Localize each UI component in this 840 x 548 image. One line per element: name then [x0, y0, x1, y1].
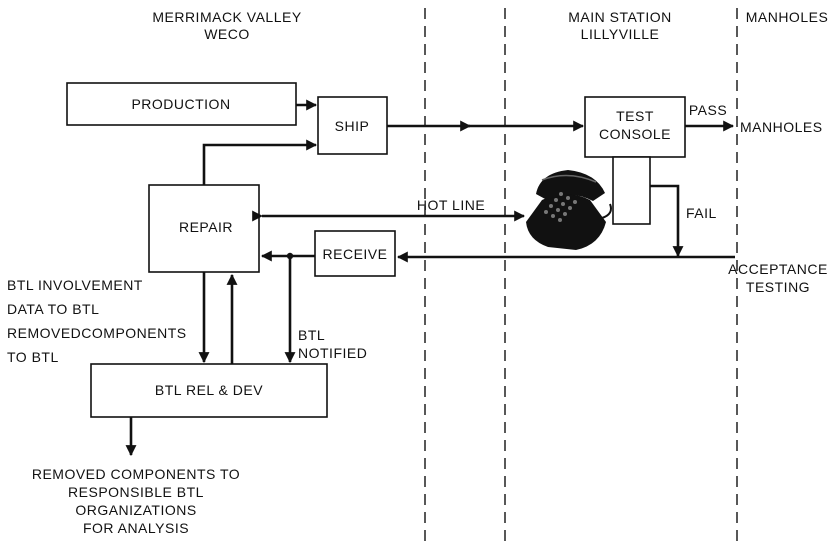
btl-notified-label-1: BTL	[298, 327, 325, 343]
btl-involvement-label-1: BTL INVOLVEMENT	[7, 277, 143, 293]
fail-label: FAIL	[686, 205, 717, 221]
repair-label: REPAIR	[179, 219, 233, 235]
btl-involvement-label-3: REMOVEDCOMPONENTS	[7, 325, 187, 341]
telephone-icon	[526, 170, 611, 250]
fail-arrow	[650, 186, 678, 256]
column-header-merrimack: MERRIMACK VALLEY	[152, 9, 301, 25]
acceptance-testing-label-2: TESTING	[746, 279, 810, 295]
pass-label: PASS	[689, 102, 727, 118]
removed-components-label-3: ORGANIZATIONS	[75, 502, 196, 518]
btl-rel-dev-label: BTL REL & DEV	[155, 382, 263, 398]
acceptance-testing-label-1: ACCEPTANCE	[728, 261, 828, 277]
removed-components-label-1: REMOVED COMPONENTS TO	[32, 466, 240, 482]
test-console-label-2: CONSOLE	[599, 126, 671, 142]
hot-line-label: HOT LINE	[417, 197, 485, 213]
column-header-weco: WECO	[204, 26, 250, 42]
ship-label: SHIP	[335, 118, 370, 134]
manholes-destination-label: MANHOLES	[740, 119, 823, 135]
column-header-manholes: MANHOLES	[746, 9, 829, 25]
test-console-label-1: TEST	[616, 108, 654, 124]
btl-involvement-label-2: DATA TO BTL	[7, 301, 99, 317]
receive-label: RECEIVE	[323, 246, 388, 262]
column-header-lillyville: LILLYVILLE	[581, 26, 660, 42]
test-console-pedestal	[613, 157, 650, 224]
btl-involvement-label-4: TO BTL	[7, 349, 59, 365]
removed-components-label-4: FOR ANALYSIS	[83, 520, 189, 536]
removed-components-label-2: RESPONSIBLE BTL	[68, 484, 204, 500]
btl-notified-label-2: NOTIFIED	[298, 345, 367, 361]
column-header-main-station: MAIN STATION	[568, 9, 671, 25]
production-label: PRODUCTION	[131, 96, 230, 112]
repair-to-ship-arrow	[204, 145, 316, 185]
